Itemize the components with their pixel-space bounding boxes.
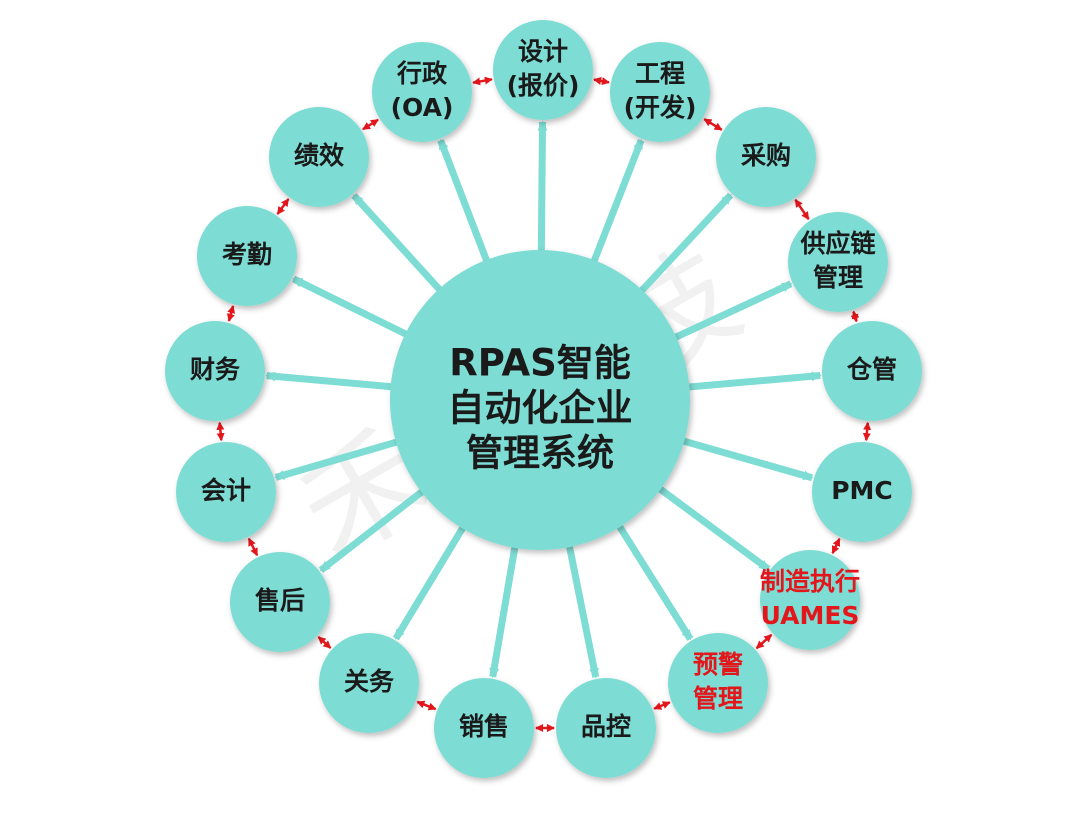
link-supply-chain-warehouse <box>850 310 860 323</box>
node-circle-after-sales <box>230 552 330 652</box>
node-circle-pmc <box>812 442 912 542</box>
node-label-warehouse-1: 仓管 <box>846 355 897 384</box>
node-label-design-2: (报价) <box>507 71 580 100</box>
link-attendance-performance <box>276 198 290 215</box>
node-label-engineering-2: (开发) <box>624 93 697 122</box>
node-warehouse: 仓管 <box>822 321 922 421</box>
node-label-attendance-1: 考勤 <box>222 240 272 269</box>
node-label-warning-1: 预警 <box>693 650 743 679</box>
node-pmc: PMC <box>812 442 912 542</box>
node-circle-engineering <box>610 42 710 142</box>
node-circle-uames <box>760 550 860 650</box>
node-label-after-sales-1: 售后 <box>255 586 305 615</box>
node-circle-warehouse <box>822 321 922 421</box>
node-admin: 行政 (OA) <box>372 42 472 142</box>
node-uames: 制造执行 UAMES <box>760 550 860 650</box>
node-label-sales-1: 销售 <box>459 712 509 741</box>
link-warning-qc <box>653 701 671 710</box>
node-finance: 财务 <box>165 321 265 421</box>
node-label-engineering-1: 工程 <box>635 59 685 88</box>
node-label-uames-1: 制造执行 <box>760 567 860 596</box>
node-label-pmc-1: PMC <box>831 476 893 505</box>
center-hub: RPAS智能 自动化企业 管理系统 <box>390 250 690 550</box>
node-label-purchase-1: 采购 <box>741 141 791 170</box>
node-label-warning-2: 管理 <box>693 684 743 713</box>
ring-links <box>216 76 872 732</box>
link-warehouse-pmc <box>862 421 872 442</box>
node-label-supply-chain-1: 供应链 <box>799 229 875 258</box>
link-accounting-finance <box>216 421 225 442</box>
node-label-uames-2: UAMES <box>761 601 860 630</box>
module-nodes: 设计(报价)工程(开发)采购供应链管理仓管PMC制造执行UAMES预警管理品控销… <box>165 20 922 778</box>
node-label-finance-1: 财务 <box>190 355 240 384</box>
node-circle-accounting <box>176 442 276 542</box>
link-uames-warning <box>755 633 773 650</box>
node-design: 设计 (报价) <box>493 20 593 120</box>
node-circle-customs <box>319 633 419 733</box>
link-performance-admin <box>362 118 379 131</box>
link-design-engineering <box>593 76 610 86</box>
node-label-design-1: 设计 <box>518 37 568 66</box>
link-customs-after-sales <box>317 636 332 649</box>
link-engineering-purchase <box>703 118 723 131</box>
center-title-line-3: 管理系统 <box>466 432 614 475</box>
node-engineering: 工程 (开发) <box>610 42 710 142</box>
node-circle-admin <box>372 42 472 142</box>
link-finance-attendance <box>226 305 236 322</box>
node-circle-performance <box>269 107 369 207</box>
node-circle-design <box>493 20 593 120</box>
node-label-performance-1: 绩效 <box>294 141 344 170</box>
node-label-accounting-1: 会计 <box>201 476 251 505</box>
node-customs: 关务 <box>319 633 419 733</box>
node-circle-purchase <box>716 107 816 207</box>
node-circle-supply-chain <box>788 212 888 312</box>
node-label-qc-1: 品控 <box>581 712 631 741</box>
node-after-sales: 售后 <box>230 552 330 652</box>
link-after-sales-accounting <box>247 537 259 557</box>
node-circle-qc <box>556 678 656 778</box>
node-sales: 销售 <box>434 678 534 778</box>
node-qc: 品控 <box>556 678 656 778</box>
node-label-admin-2: (OA) <box>391 93 454 122</box>
link-sales-customs <box>416 700 437 711</box>
center-title-line-2: 自动化企业 <box>448 387 633 430</box>
link-pmc-uames <box>831 537 841 555</box>
node-label-supply-chain-2: 管理 <box>813 263 863 292</box>
center-circle <box>390 250 690 550</box>
node-attendance: 考勤 <box>197 206 297 306</box>
center-title-line-1: RPAS智能 <box>449 342 631 385</box>
node-purchase: 采购 <box>716 107 816 207</box>
node-circle-finance <box>165 321 265 421</box>
node-circle-warning <box>668 633 768 733</box>
node-label-admin-1: 行政 <box>396 59 448 88</box>
node-circle-sales <box>434 678 534 778</box>
node-label-customs-1: 关务 <box>344 667 394 696</box>
link-purchase-supply-chain <box>794 199 810 220</box>
link-admin-design <box>472 76 493 86</box>
node-circle-attendance <box>197 206 297 306</box>
node-performance: 绩效 <box>269 107 369 207</box>
node-accounting: 会计 <box>176 442 276 542</box>
